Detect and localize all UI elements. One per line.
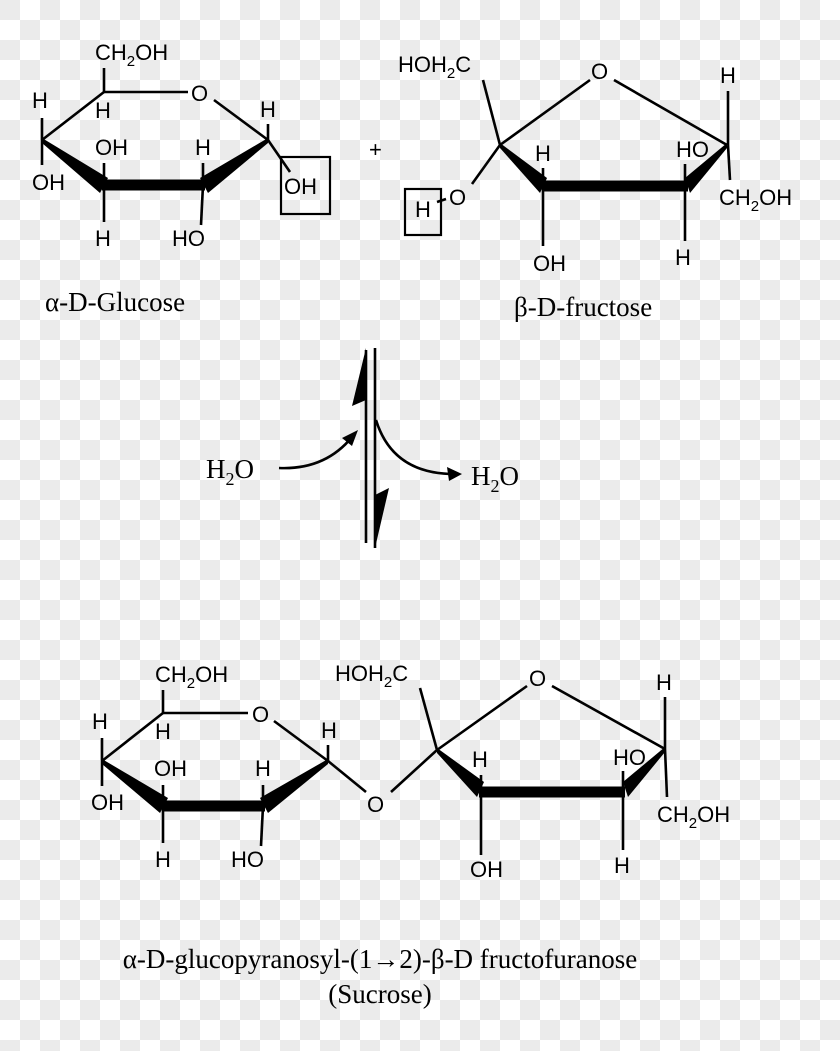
c5-h-label: H [720, 63, 736, 88]
c4-ho-label: HO [676, 137, 709, 162]
c5-h-label: H [155, 719, 171, 744]
c1-c2-bond [418, 687, 439, 751]
c4-h-label: H [614, 853, 630, 878]
c1-h-label: H [260, 97, 276, 122]
c4-ho-label: HO [613, 745, 646, 770]
c2-h-label: H [195, 135, 211, 160]
c4-h-label: H [675, 245, 691, 270]
o-c5-bond [551, 684, 666, 751]
c5-c6-bond [663, 748, 669, 798]
c6-label: CH2OH [657, 802, 730, 832]
c1-oh-boxed-label: OH [284, 174, 317, 199]
sucrose-glucose-ring: CH2OH O H H OH OH H H HO H [91, 662, 367, 872]
highlight-box-oh [279, 155, 332, 216]
c2-c1-wedge [200, 138, 268, 193]
c4-c3-wedge [42, 138, 108, 193]
c2-oh-bond [259, 805, 265, 847]
c3-h-label: H [155, 847, 171, 872]
glucose-name: α-D-Glucose [45, 287, 185, 317]
sucrose-common-name: (Sucrose) [328, 979, 431, 1009]
equilibrium-arrows: H2O H2O [206, 348, 519, 548]
c4-c5-wedge [623, 747, 665, 797]
water-out-arrowhead [447, 467, 462, 481]
c1-glycosidic-o-bond [327, 759, 367, 794]
highlight-box-h [403, 187, 443, 237]
reverse-arrow-head [375, 488, 389, 548]
c3-oh-label: OH [95, 135, 128, 160]
sucrose-fructose-ring: HOH2C O H OH HO H H CH2OH [335, 661, 730, 882]
ring-oxygen-label: O [252, 702, 269, 727]
c4-h-label: H [32, 88, 48, 113]
c2-o-bond [499, 78, 591, 147]
c3-oh-label: OH [533, 251, 566, 276]
c2-c3-wedge [437, 748, 484, 797]
ring-oxygen-label: O [191, 81, 208, 106]
c2-oh-bond [199, 184, 205, 226]
plus-sign: + [369, 137, 382, 162]
fructose-name: β-D-fructose [514, 292, 652, 322]
c5-c6-bond [726, 144, 732, 181]
c2-h-boxed-label: H [415, 197, 431, 222]
c4-h-label: H [92, 709, 108, 734]
c5-h-label: H [95, 98, 111, 123]
c3-h-label: H [535, 141, 551, 166]
c6-label: CH2OH [719, 185, 792, 215]
c4-c5-wedge [685, 143, 727, 193]
glycosidic-o-c2-bond [390, 749, 438, 793]
c1-oh-bond [266, 139, 292, 173]
sucrose-systematic-name: α-D-glucopyranosyl-(1→2)-β-D fructofuran… [123, 944, 637, 974]
c1-c2-bond [481, 79, 502, 146]
glycosidic-oxygen-label: O [367, 792, 384, 817]
c4-c3-wedge [102, 759, 168, 813]
c1-h-label: H [321, 718, 337, 743]
c5-c4-bond [41, 90, 105, 142]
c4-oh-label: OH [91, 790, 124, 815]
c2-h-label: H [255, 756, 271, 781]
c3-oh-label: OH [154, 756, 187, 781]
alpha-d-glucose-structure: CH2OH O H H OH OH H H HO H OH α-D-Glucos… [32, 40, 332, 317]
water-out-curve [374, 419, 451, 476]
o-c1-bond [273, 719, 329, 763]
water-in-label: H2O [206, 454, 254, 489]
c3-oh-label: OH [470, 857, 503, 882]
c2-c1-wedge [260, 759, 328, 813]
c2-c3-wedge [500, 143, 547, 193]
c2-o-bond [436, 684, 528, 752]
c5-c4-bond [101, 711, 164, 763]
o-c5-bond [613, 78, 728, 147]
ring-oxygen-label: O [529, 666, 546, 691]
water-in-curve [278, 436, 354, 470]
c3-h-label: H [95, 226, 111, 251]
c2-o-label: O [449, 185, 466, 210]
c1-label: HOH2C [335, 661, 408, 691]
c5-h-label: H [656, 670, 672, 695]
c2-oh-label: HO [231, 847, 264, 872]
c4-oh-label: OH [32, 170, 65, 195]
c2-o-sub-bond [470, 144, 502, 185]
c6-label: CH2OH [155, 662, 228, 692]
c2-oh-label: HO [172, 226, 205, 251]
c1-label: HOH2C [398, 52, 471, 82]
beta-d-fructose-structure: HOH2C O O H H OH HO H H CH2OH β-D-fructo… [398, 52, 792, 322]
c6-label: CH2OH [95, 40, 168, 70]
ring-oxygen-label: O [591, 59, 608, 84]
o-c1-bond [213, 98, 269, 142]
water-in-arrowhead [342, 430, 358, 446]
forward-arrow-head [352, 348, 366, 406]
water-out-label: H2O [471, 461, 519, 496]
c3-h-label: H [472, 747, 488, 772]
